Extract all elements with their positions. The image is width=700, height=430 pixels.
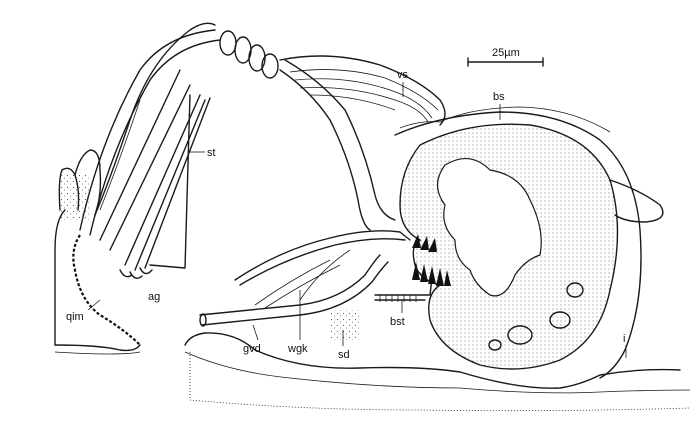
- label-i: i: [623, 333, 625, 345]
- labels: vs bs st ag qim gvd wgk sd bst i: [66, 69, 627, 361]
- label-qim: qim: [66, 311, 84, 323]
- gvd-duct: [199, 230, 411, 340]
- scale-bar: 25µm: [467, 47, 544, 67]
- label-st: st: [207, 147, 216, 159]
- label-sd: sd: [338, 349, 350, 361]
- label-ag: ag: [148, 291, 160, 303]
- upper-duct: [279, 69, 371, 231]
- beaded-chain: [219, 30, 279, 79]
- vesicula-seminalis: [279, 55, 446, 126]
- qim-tube: [72, 234, 141, 346]
- label-bst: bst: [390, 316, 405, 328]
- stylet-apparatus: [79, 29, 221, 279]
- right-lobe: [609, 179, 664, 223]
- label-wgk: wgk: [287, 343, 308, 355]
- left-body-wall: [54, 22, 216, 346]
- bursa-spines: [412, 234, 451, 286]
- label-bs: bs: [493, 91, 505, 103]
- bursa: [394, 106, 642, 379]
- base-epithelium: [54, 332, 691, 412]
- label-gvd: gvd: [243, 343, 261, 355]
- scale-bar-label: 25µm: [492, 47, 520, 59]
- label-vs: vs: [397, 69, 409, 81]
